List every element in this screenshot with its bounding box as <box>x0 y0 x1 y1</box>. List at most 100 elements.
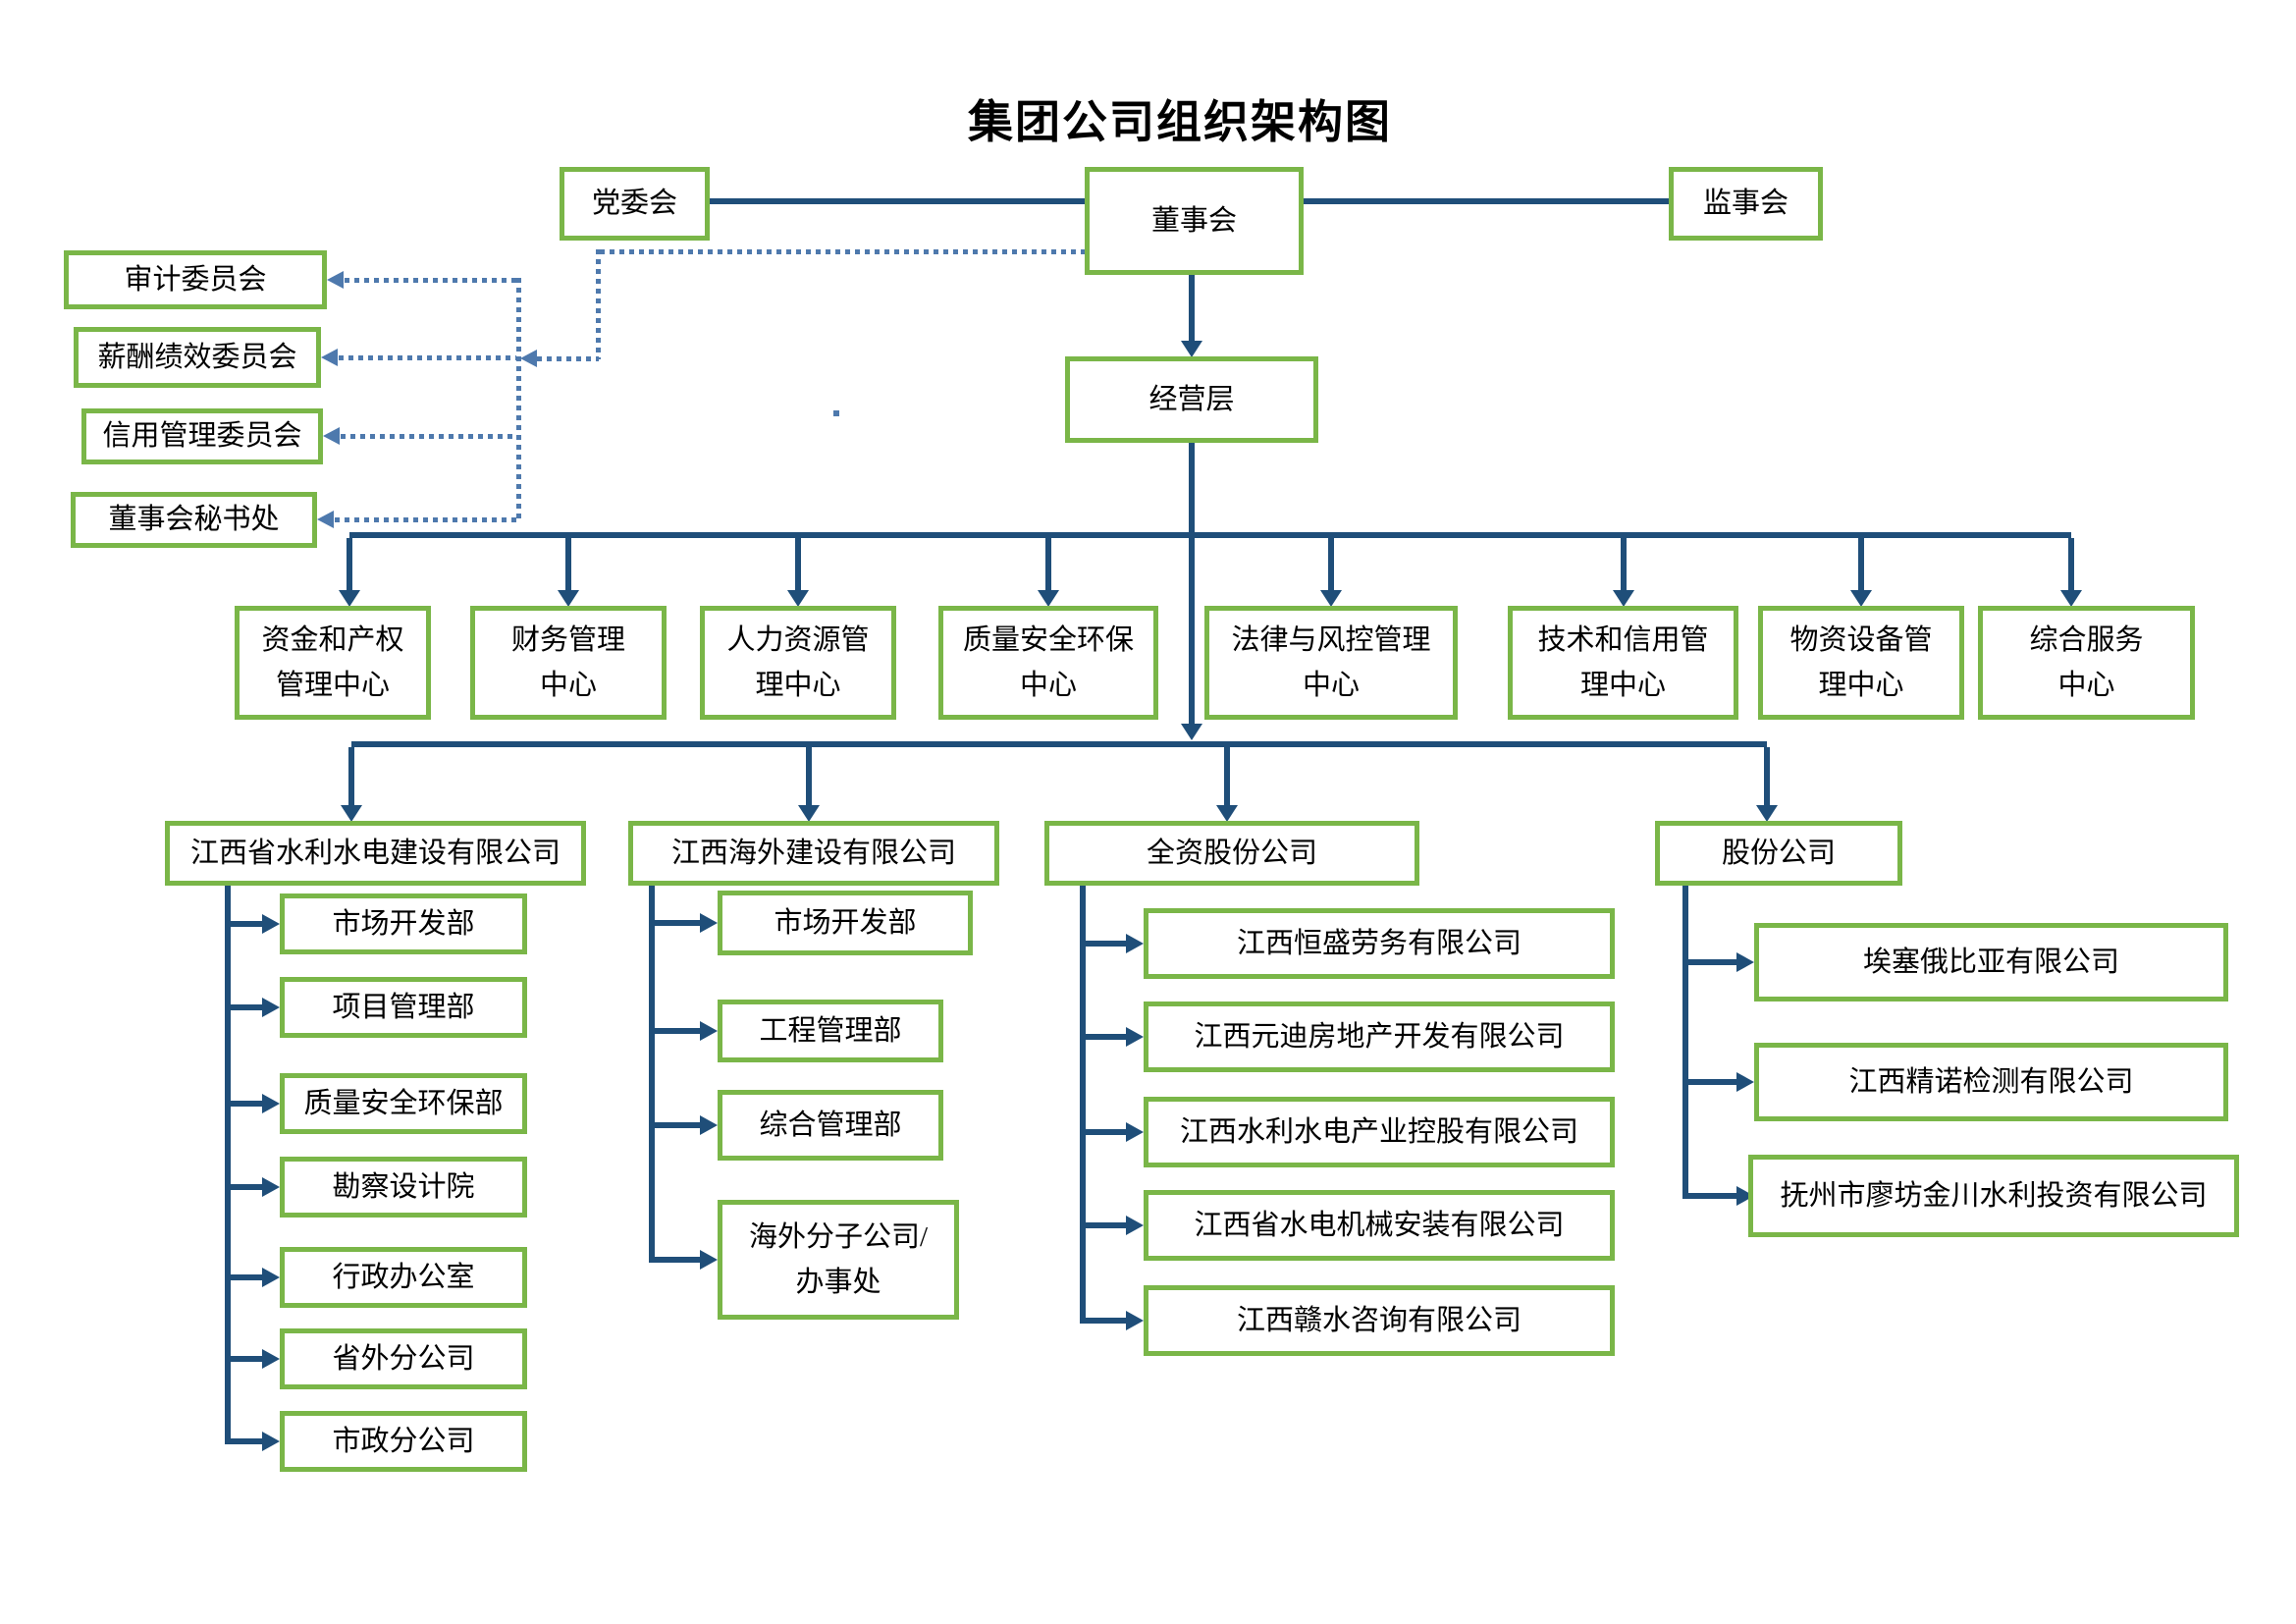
col1-arrow-4 <box>228 1184 262 1190</box>
col3-arrow-5 <box>1083 1318 1126 1324</box>
chart-title: 集团公司组织架构图 <box>968 97 1392 147</box>
column1-bus <box>225 886 231 1444</box>
col2-arrowhead-2 <box>700 1021 718 1041</box>
col2-arrowhead-1 <box>700 913 718 933</box>
column4-bus <box>1682 886 1688 1199</box>
node-center-tech-credit: 技术和信用管 理中心 <box>1508 606 1738 720</box>
node-subsidiary-wholly-owned: 全资股份公司 <box>1044 821 1419 886</box>
node-audit-committee: 审计委员会 <box>64 250 327 309</box>
node-company-ganshui-consulting: 江西赣水咨询有限公司 <box>1144 1285 1615 1356</box>
node-dept-project-mgmt: 项目管理部 <box>280 977 527 1038</box>
col4-arrow-1 <box>1685 959 1736 965</box>
node-dept-overseas-offices: 海外分子公司/ 办事处 <box>718 1200 959 1320</box>
col4-arrow-2 <box>1685 1079 1736 1085</box>
drop-subsidiary-4 <box>1764 747 1770 805</box>
node-dept-general-mgmt: 综合管理部 <box>718 1090 943 1161</box>
col4-arrowhead-2 <box>1736 1072 1754 1092</box>
col2-arrow-3 <box>652 1122 700 1128</box>
node-credit-management-committee: 信用管理委员会 <box>81 408 323 464</box>
node-company-ethiopia: 埃塞俄比亚有限公司 <box>1754 923 2228 1001</box>
col1-arrow-5 <box>228 1274 262 1280</box>
arrowhead-center-7 <box>1850 590 1872 607</box>
node-center-materials-equipment: 物资设备管 理中心 <box>1758 606 1964 720</box>
arrowhead-center-4 <box>1038 590 1059 607</box>
col4-arrowhead-1 <box>1736 952 1754 972</box>
column3-bus <box>1080 886 1086 1324</box>
drop-center-1 <box>347 538 352 590</box>
drop-center-7 <box>1858 538 1864 590</box>
col1-arrowhead-3 <box>262 1094 280 1113</box>
node-dept-market-dev-1: 市场开发部 <box>280 893 527 954</box>
dotted-arrow-secretariat <box>335 517 516 522</box>
node-dept-survey-design: 勘察设计院 <box>280 1157 527 1218</box>
node-center-hr: 人力资源管 理中心 <box>700 606 896 720</box>
col2-arrow-2 <box>652 1028 700 1034</box>
dotted-committee-bus <box>516 278 521 522</box>
col3-arrow-1 <box>1083 941 1126 947</box>
node-company-liaofang-jinchuan: 抚州市廖坊金川水利投资有限公司 <box>1748 1155 2239 1237</box>
col3-arrowhead-1 <box>1126 934 1144 953</box>
connector-management-trunk <box>1189 443 1195 724</box>
column2-bus <box>649 886 655 1263</box>
col3-arrowhead-3 <box>1126 1122 1144 1142</box>
col1-arrow-3 <box>228 1101 262 1107</box>
connector-board-management <box>1189 275 1195 341</box>
dotted-connector-board-horizontal <box>600 249 1085 254</box>
node-board-secretariat: 董事会秘书处 <box>71 492 317 548</box>
drop-subsidiary-2 <box>806 747 812 805</box>
drop-center-8 <box>2068 538 2074 590</box>
col2-arrowhead-3 <box>700 1115 718 1135</box>
dotted-arrow-compensation <box>339 355 516 360</box>
arrowhead-subsidiary-3 <box>1216 805 1238 822</box>
col1-arrowhead-1 <box>262 914 280 934</box>
arrowhead-center-8 <box>2060 590 2082 607</box>
node-company-hengsheng-labor: 江西恒盛劳务有限公司 <box>1144 908 1615 979</box>
arrowhead-center-3 <box>787 590 809 607</box>
col1-arrowhead-5 <box>262 1268 280 1287</box>
connector-party-board <box>710 198 1085 204</box>
node-center-finance: 财务管理 中心 <box>470 606 667 720</box>
col1-arrow-2 <box>228 1004 262 1010</box>
arrowhead-subsidiary-1 <box>341 805 362 822</box>
node-center-general-services: 综合服务 中心 <box>1978 606 2195 720</box>
col1-arrow-1 <box>228 921 262 927</box>
arrowhead-left-into-bus <box>520 350 537 367</box>
col3-arrowhead-5 <box>1126 1311 1144 1330</box>
col3-arrowhead-4 <box>1126 1216 1144 1235</box>
col2-arrow-1 <box>652 920 700 926</box>
node-dept-outside-province-branch: 省外分公司 <box>280 1328 527 1389</box>
arrowhead-left-compensation <box>321 349 338 366</box>
node-center-quality-safety: 质量安全环保 中心 <box>938 606 1158 720</box>
arrowhead-center-6 <box>1613 590 1634 607</box>
node-management-layer: 经营层 <box>1065 356 1318 443</box>
drop-subsidiary-1 <box>348 747 354 805</box>
arrowhead-subsidiary-2 <box>798 805 820 822</box>
node-company-jingnuo-testing: 江西精诺检测有限公司 <box>1754 1043 2228 1121</box>
node-dept-municipal-branch: 市政分公司 <box>280 1411 527 1472</box>
arrowhead-down-trunk <box>1181 724 1202 740</box>
node-dept-quality-safety: 质量安全环保部 <box>280 1073 527 1134</box>
node-subsidiary-construction: 江西省水利水电建设有限公司 <box>165 821 586 886</box>
node-dept-market-dev-2: 市场开发部 <box>718 891 973 955</box>
col2-arrowhead-4 <box>700 1250 718 1270</box>
arrowhead-subsidiary-4 <box>1756 805 1778 822</box>
node-subsidiary-shareholding: 股份公司 <box>1655 821 1902 886</box>
col1-arrowhead-6 <box>262 1349 280 1369</box>
col3-arrow-2 <box>1083 1034 1126 1040</box>
node-company-industry-holding: 江西水利水电产业控股有限公司 <box>1144 1097 1615 1167</box>
node-party-committee: 党委会 <box>560 167 710 241</box>
drop-subsidiary-3 <box>1224 747 1230 805</box>
centers-bus <box>349 532 2071 538</box>
drop-center-5 <box>1328 538 1334 590</box>
arrowhead-left-secretariat <box>317 511 334 528</box>
node-supervisory-board: 监事会 <box>1669 167 1823 241</box>
col3-arrow-3 <box>1083 1129 1126 1135</box>
drop-center-3 <box>795 538 801 590</box>
dotted-connector-into-bus <box>537 356 599 361</box>
arrowhead-center-1 <box>339 590 360 607</box>
node-subsidiary-overseas: 江西海外建设有限公司 <box>628 821 999 886</box>
col1-arrowhead-4 <box>262 1177 280 1197</box>
col1-arrow-7 <box>228 1438 262 1444</box>
node-board-of-directors: 董事会 <box>1085 167 1304 275</box>
